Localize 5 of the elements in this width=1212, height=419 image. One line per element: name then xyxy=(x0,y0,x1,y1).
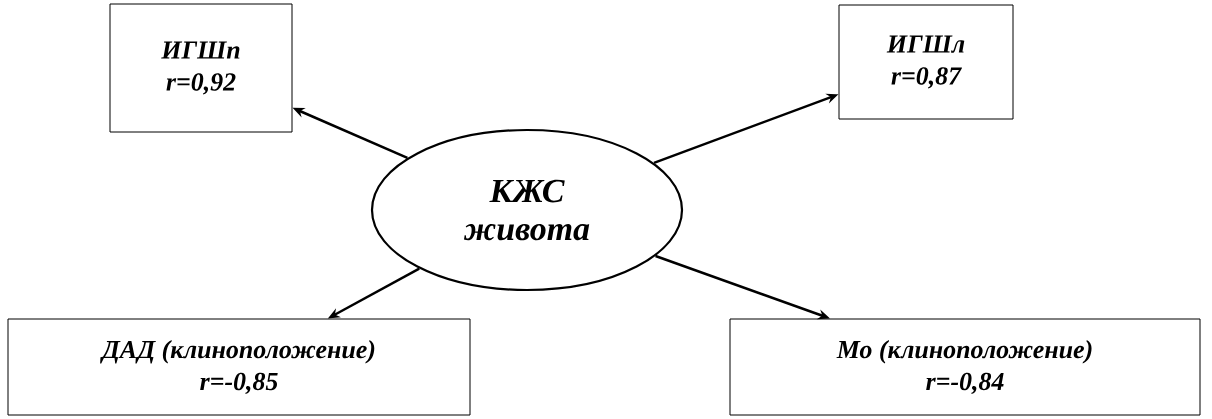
text-box: Мо (клиноположение) r=-0,84 xyxy=(729,318,1201,416)
text-box: ИГШл r=0,87 xyxy=(838,4,1014,120)
text-box: ИГШп r=0,92 xyxy=(109,3,293,133)
ellipse-node: КЖС живота xyxy=(370,128,684,292)
text-box: ДАД (клиноположение) r=-0,85 xyxy=(7,318,471,416)
